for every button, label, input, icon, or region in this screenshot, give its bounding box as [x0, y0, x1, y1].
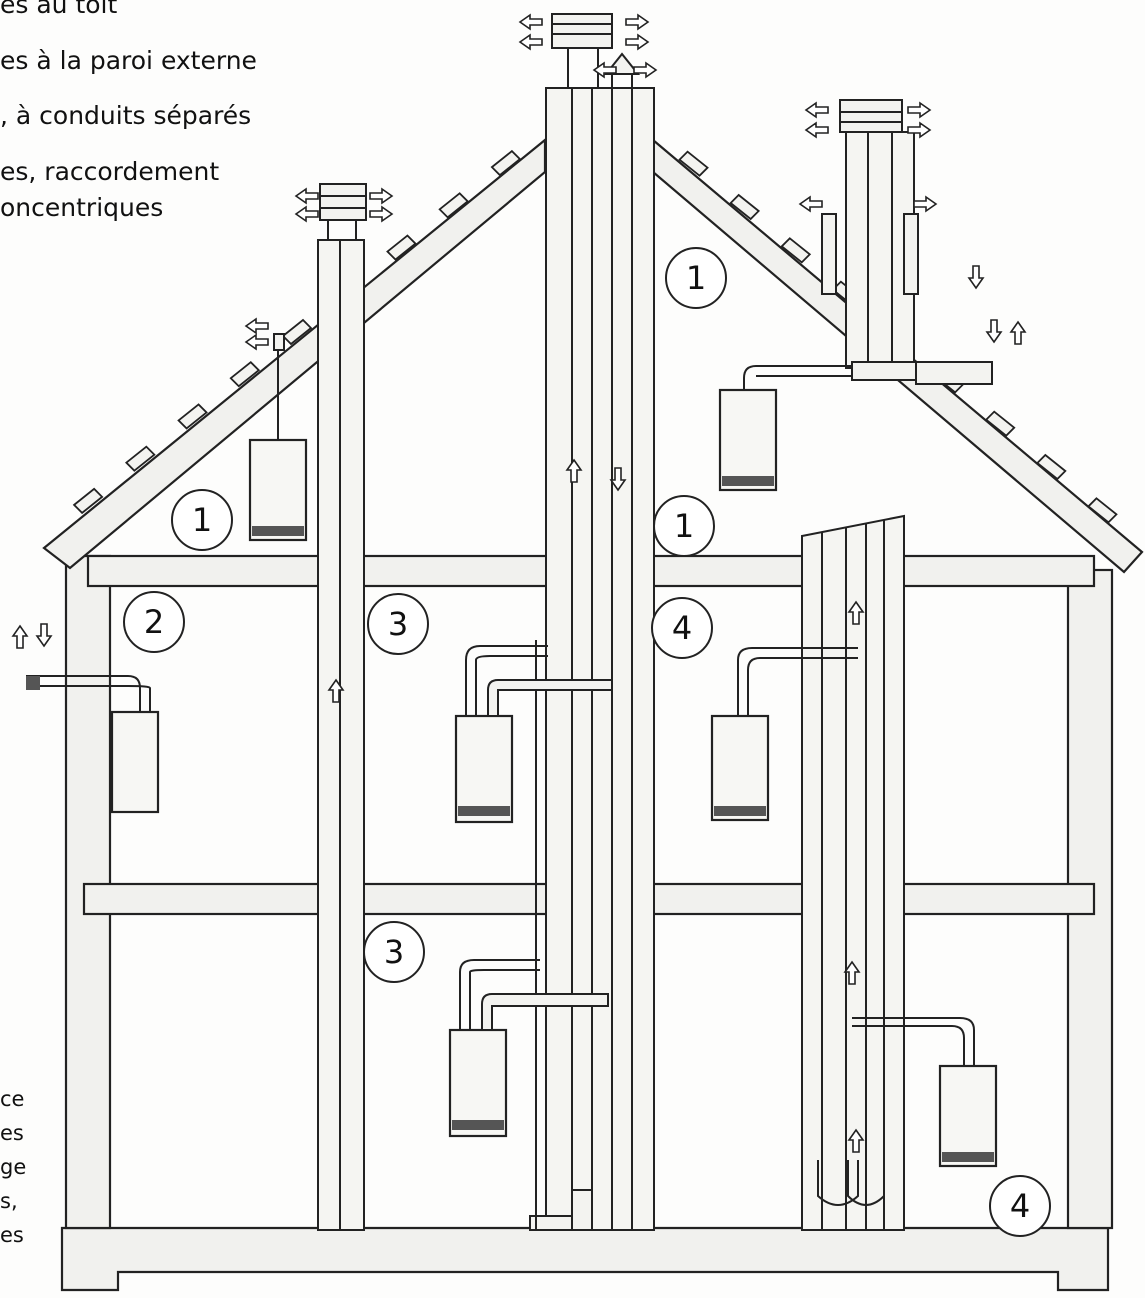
flow-arrow: [625, 33, 650, 51]
marker-1-attic-left: 1: [171, 489, 233, 551]
marker-1-roof-right: 1: [665, 247, 727, 309]
flow-arrow: [294, 205, 319, 223]
roof-tile: [386, 234, 417, 261]
marker-1-attic-right: 1: [653, 495, 715, 557]
roof-tile: [984, 410, 1016, 437]
legend-line-4: es, raccordement: [0, 157, 220, 186]
svg-text:2: 2: [144, 603, 164, 641]
marker-4-upper: 4: [651, 597, 713, 659]
flow-arrow: [244, 317, 269, 335]
roof-tile: [1035, 453, 1067, 481]
side-fragment-2: es: [0, 1121, 24, 1145]
flow-arrow: [1009, 320, 1027, 345]
flow-arrow: [518, 13, 543, 31]
boiler-attic-right: [718, 361, 993, 492]
flow-arrow: [244, 333, 269, 351]
flow-arrow: [11, 624, 29, 649]
svg-text:4: 4: [672, 609, 692, 647]
boiler-external-wall: [26, 675, 160, 814]
svg-text:1: 1: [192, 501, 212, 539]
side-fragment-3: ge: [0, 1155, 27, 1179]
flow-arrow: [985, 319, 1003, 344]
side-fragment-5: es: [0, 1223, 24, 1247]
boiler-lower-center: [448, 959, 609, 1138]
flow-arrow: [804, 121, 829, 139]
boiler-attic-left: [248, 333, 308, 542]
boiler-lower-right: [852, 1017, 998, 1168]
roof-tile: [1087, 497, 1118, 524]
legend-line-2: es à la paroi externe: [0, 46, 257, 75]
flow-arrow: [518, 33, 543, 51]
flow-arrow: [609, 467, 627, 492]
roof-tile: [438, 192, 470, 219]
flow-arrow: [798, 195, 823, 213]
roof-tile: [281, 318, 313, 346]
flow-arrow: [565, 458, 583, 483]
svg-text:1: 1: [686, 259, 706, 297]
foundation: [60, 1226, 1110, 1292]
flow-arrow: [843, 960, 861, 985]
svg-text:1: 1: [674, 507, 694, 545]
right-roof-flue: [821, 99, 919, 369]
svg-text:4: 4: [1010, 1187, 1030, 1225]
marker-3-lower: 3: [363, 921, 425, 983]
flow-arrow: [369, 187, 394, 205]
marker-4-lower: 4: [989, 1175, 1051, 1237]
marker-2: 2: [123, 591, 185, 653]
legend-line-3: , à conduits séparés: [0, 101, 252, 130]
legend-line-1: es au toit: [0, 0, 118, 19]
flow-arrow: [967, 265, 985, 290]
flow-arrow: [847, 1128, 865, 1153]
flow-arrow: [35, 623, 53, 648]
flow-arrow: [294, 187, 319, 205]
roof-tile: [124, 445, 156, 472]
boiler-upper-right: [710, 647, 858, 822]
legend-line-5: oncentriques: [0, 193, 164, 222]
roof-tile: [490, 149, 522, 177]
flow-arrow: [804, 101, 829, 119]
marker-3-upper: 3: [367, 593, 429, 655]
central-chimney: [529, 13, 655, 1231]
flow-arrow: [907, 121, 932, 139]
roof-tile: [678, 150, 709, 177]
roof-tile: [177, 403, 208, 430]
flow-arrow: [913, 195, 938, 213]
roof-tile: [729, 193, 761, 221]
flow-arrow: [369, 205, 394, 223]
flow-arrow: [847, 600, 865, 625]
flow-arrow: [907, 101, 932, 119]
flow-arrow: [327, 678, 345, 703]
flow-arrows: [11, 13, 1027, 1153]
svg-text:3: 3: [388, 605, 408, 643]
left-flue-shaft: [317, 183, 367, 1231]
flow-arrow: [625, 13, 650, 31]
boiler-upper-center: [454, 645, 613, 824]
flow-arrow: [592, 61, 617, 79]
roof-tile: [229, 361, 261, 388]
side-fragment-1: ce: [0, 1087, 25, 1111]
roof-tile: [72, 487, 104, 515]
flow-arrow: [633, 61, 658, 79]
svg-text:3: 3: [384, 933, 404, 971]
roof-tile: [780, 237, 812, 264]
side-fragment-4: s,: [0, 1189, 18, 1213]
